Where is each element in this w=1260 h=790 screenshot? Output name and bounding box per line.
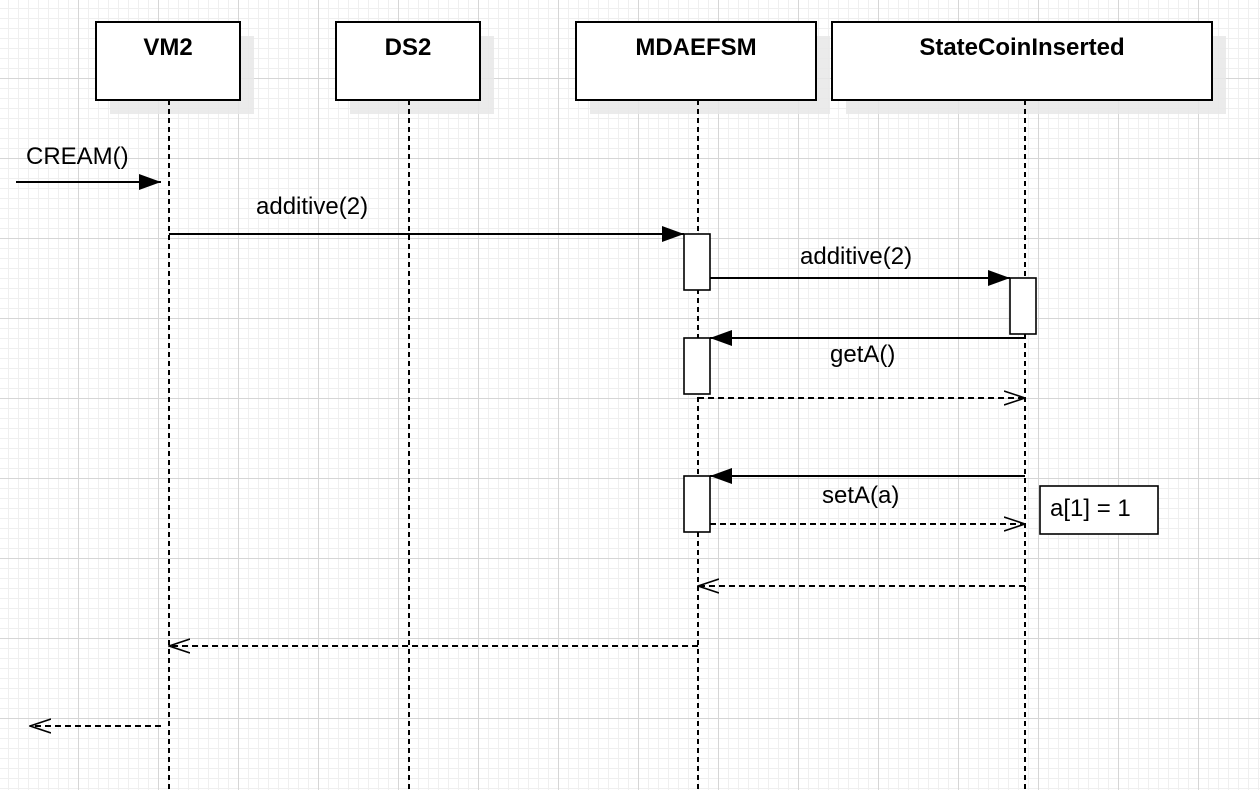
participant-vm2[interactable]: VM2 <box>95 21 254 114</box>
message-label: additive(2) <box>800 243 912 270</box>
participant-ds2[interactable]: DS2 <box>335 21 494 114</box>
activation-bar-statecoininserted-1[interactable] <box>1009 277 1037 335</box>
note-frame <box>1039 485 1159 535</box>
participant-box <box>575 21 817 101</box>
note-box[interactable]: a[1] = 1 <box>1039 485 1159 535</box>
message-additive-vm2-mdaefsm[interactable]: additive(2) <box>169 193 684 242</box>
message-label: getA() <box>830 341 895 368</box>
participant-box <box>831 21 1213 101</box>
activation-bar-mdaefsm-2[interactable] <box>683 337 711 395</box>
note-label: a[1] = 1 <box>1050 495 1131 522</box>
message-set-a[interactable]: setA(a) <box>710 468 1025 509</box>
activation-bar-mdaefsm-1[interactable] <box>683 233 711 291</box>
participant-box <box>335 21 481 101</box>
participant-label: DS2 <box>385 34 432 61</box>
participant-label: MDAEFSM <box>635 34 756 61</box>
participant-label: VM2 <box>143 34 192 61</box>
message-label: setA(a) <box>822 482 899 509</box>
message-get-a[interactable]: getA() <box>710 330 1025 368</box>
participant-statecoininserted[interactable]: StateCoinInserted <box>831 21 1226 114</box>
participant-box <box>95 21 241 101</box>
message-label: CREAM() <box>26 143 129 170</box>
participant-label: StateCoinInserted <box>919 34 1124 61</box>
message-cream[interactable]: CREAM() <box>16 143 161 190</box>
activation-bar-mdaefsm-3[interactable] <box>683 475 711 533</box>
message-label: additive(2) <box>256 193 368 220</box>
message-additive-mdaefsm-state[interactable]: additive(2) <box>710 243 1010 286</box>
participant-mdaefsm[interactable]: MDAEFSM <box>575 21 830 114</box>
